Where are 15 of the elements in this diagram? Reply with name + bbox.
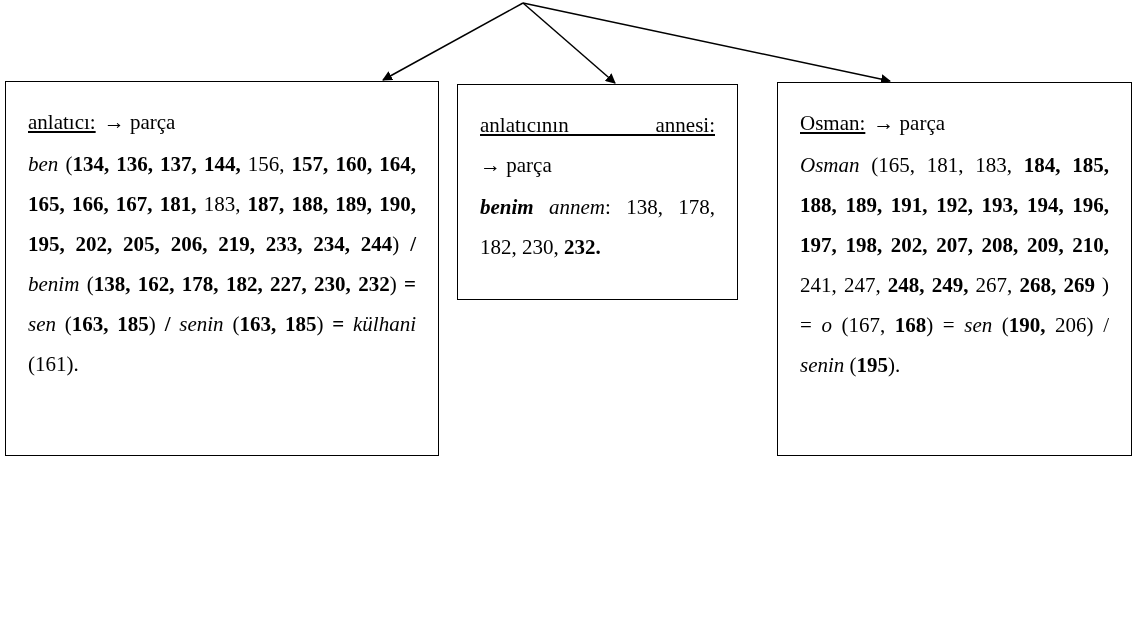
arrow <box>382 2 524 81</box>
arrow <box>522 2 616 84</box>
reference-list: Osman (165, 181, 183, 184, 185, 188, 189, 191, 192, 193, 194, 196, 197, 198, 202, 207, 208, 209, 210, 241, 247, 248, 249, 267, 268, 269 ) = o (167, 168) = sen (190, 206) / senin (195). <box>800 145 1109 385</box>
text-box <box>777 82 1132 456</box>
arrow-label: → parça <box>873 111 946 135</box>
speaker-heading: anlatıcının annesi: <box>480 112 715 139</box>
reference-list: benim annem: 138, 178, 182, 230, 232. <box>480 187 715 267</box>
speaker-heading: anlatıcı: <box>28 110 96 134</box>
arrow <box>522 2 891 84</box>
arrow-label: → parça <box>480 153 552 177</box>
arrow-label: → parça <box>103 110 176 134</box>
reference-list: ben (134, 136, 137, 144, 156, 157, 160, 164, 165, 166, 167, 181, 183, 187, 188, 189, 190, 195, 202, 205, 206, 219, 233, 234, 244) / benim (138, 162, 178, 182, 227, 230, 232) = sen (163, 185) / senin (163, 185) = külhani (161). <box>28 144 416 384</box>
text-box <box>5 81 439 456</box>
text-box <box>457 84 738 300</box>
speaker-heading: Osman: <box>800 111 866 135</box>
